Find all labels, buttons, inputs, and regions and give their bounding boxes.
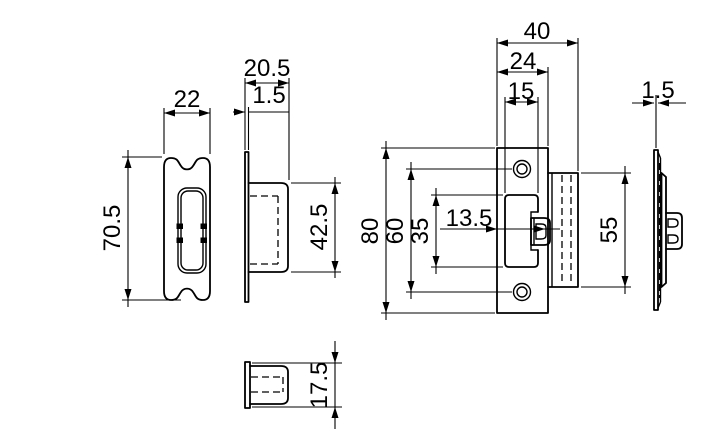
strike-plate-outline — [163, 157, 211, 301]
strike-opening-outer — [177, 187, 207, 274]
side-latch-lip — [657, 151, 662, 309]
dim-label-plate-width: 22 — [174, 86, 201, 113]
dim-label-case-depth: 40 — [524, 18, 551, 45]
dimension-faceplate-height: 80 — [357, 141, 495, 320]
dimension-bushing-height: 17.5 — [252, 341, 342, 429]
dimension-screw-spacing: 60 — [382, 162, 512, 299]
dimension-case-depth: 40 — [496, 18, 579, 171]
dim-label-screw-spacing: 60 — [382, 218, 409, 245]
side-dust-box-hidden-lines — [250, 195, 279, 265]
screw-hole-top — [512, 159, 532, 179]
dimension-box-height: 42.5 — [291, 177, 341, 278]
dim-label-faceplate-thickness: 1.5 — [641, 77, 674, 104]
latch-bolt-side — [665, 212, 683, 250]
dim-label-plate-thickness: 1.5 — [252, 82, 285, 109]
dimension-case-height: 55 — [581, 166, 631, 294]
latch-bolt-pin-slot-bottom — [667, 234, 679, 244]
dim-label-overall-depth: 20.5 — [244, 55, 291, 82]
dimension-plate-thickness: 1.5 — [233, 82, 289, 150]
latch-side-view — [653, 149, 683, 311]
dim-label-box-height: 42.5 — [306, 204, 333, 251]
bushing-body — [249, 365, 289, 405]
dimension-plate-width: 22 — [163, 86, 211, 154]
dimension-faceplate-thickness: 1.5 — [632, 77, 686, 148]
strike-opening-inner — [180, 190, 204, 271]
side-latch-faceplate — [653, 149, 659, 311]
latch-bolt-front — [530, 217, 551, 246]
dim-label-plate-height: 70.5 — [99, 205, 126, 252]
dim-label-faceplate-width: 24 — [510, 48, 537, 75]
side-faceplate — [244, 151, 250, 303]
latch-bolt-slot — [535, 223, 547, 240]
dimension-faceplate-width: 24 — [497, 48, 549, 146]
latch-faceplate — [496, 147, 549, 314]
dimension-overall-depth: 20.5 — [244, 55, 291, 180]
faceplate-opening — [504, 194, 539, 268]
dim-label-opening-width: 15 — [508, 78, 535, 105]
bushing-side-view — [244, 361, 289, 409]
strike-opening-tabs — [176, 223, 207, 243]
strike-plate-side-view — [244, 151, 289, 303]
latch-case-hidden-lines — [561, 175, 572, 285]
dim-label-opening-height: 35 — [407, 218, 434, 245]
dim-label-bolt-offset: 13.5 — [446, 205, 493, 232]
dim-label-faceplate-height: 80 — [357, 218, 384, 245]
latch-bolt-pin-slot-top — [667, 218, 679, 228]
strike-plate-front-view — [163, 157, 211, 301]
side-latch-case-edge — [660, 172, 667, 288]
latch-front-view — [496, 147, 579, 314]
latch-case — [547, 172, 579, 288]
bushing-flange — [244, 361, 251, 409]
dim-label-bushing-height: 17.5 — [306, 362, 333, 409]
dimension-opening-width: 15 — [504, 78, 539, 193]
bushing-hidden-lines — [251, 376, 284, 393]
dimension-opening-height: 35 — [407, 188, 503, 274]
screw-hole-bottom — [512, 282, 532, 302]
side-dust-box — [247, 182, 289, 273]
dim-label-case-height: 55 — [596, 217, 623, 244]
dimension-bolt-offset: 13.5 — [440, 205, 560, 233]
dimension-plate-height: 70.5 — [99, 150, 181, 307]
